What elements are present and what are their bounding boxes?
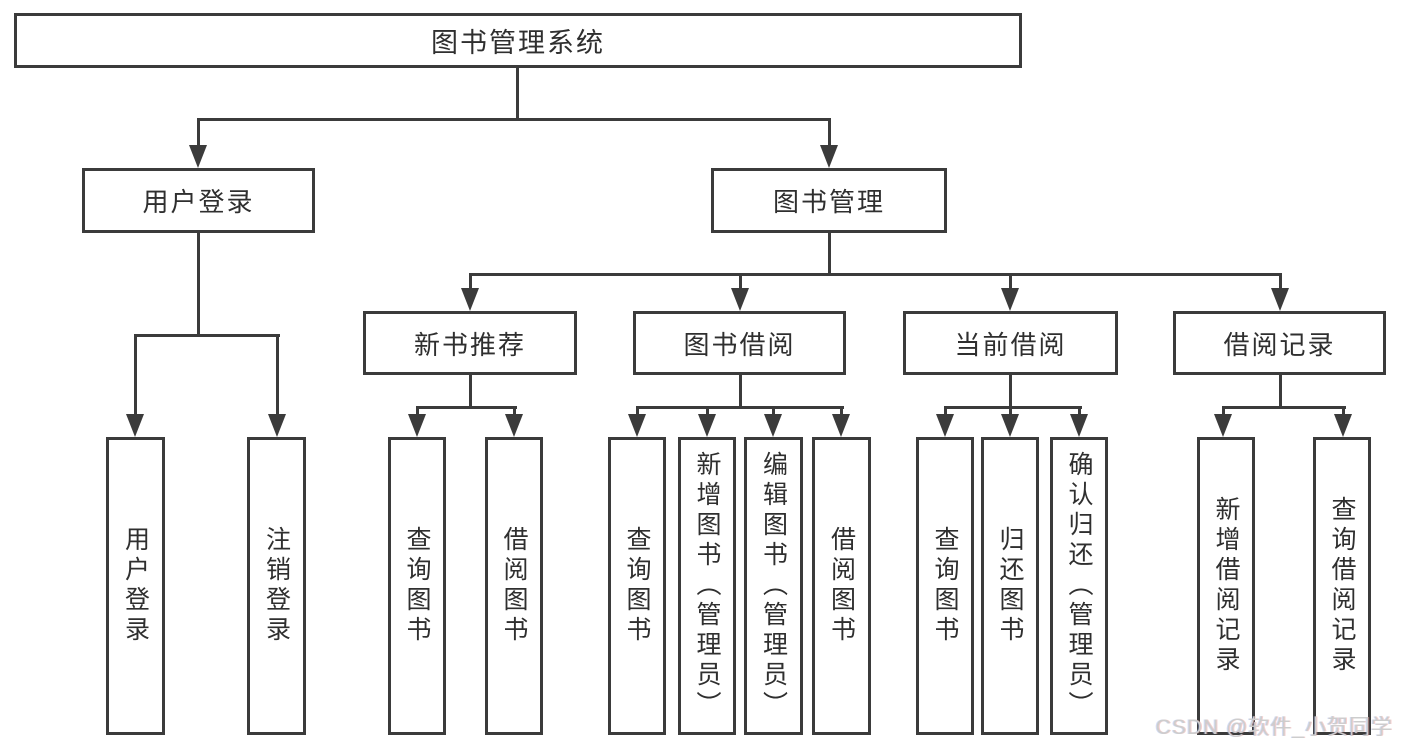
connector-vline: [1279, 375, 1282, 408]
leaf-recommend-borrow-books-label: 借阅图书: [500, 526, 528, 646]
connector-vline: [516, 68, 519, 120]
connector-vline: [1279, 273, 1282, 292]
leaf-edit-books-admin-label: 编辑图书（管理员）: [759, 451, 788, 721]
arrow-down-icon: [1001, 414, 1019, 437]
connector-vline: [134, 334, 137, 418]
leaf-borrow-query-books: 查询图书: [608, 437, 666, 735]
connector-vline: [1342, 406, 1345, 418]
connector-hline: [636, 406, 844, 409]
connector-vline: [1009, 406, 1012, 418]
connector-hline: [134, 334, 280, 337]
connector-vline: [840, 406, 843, 418]
node-root: 图书管理系统: [14, 13, 1022, 68]
connector-vline: [276, 334, 279, 418]
connector-vline: [1009, 375, 1012, 408]
connector-hline: [469, 273, 1282, 276]
connector-vline: [416, 406, 419, 418]
leaf-logout: 注销登录: [247, 437, 306, 735]
connector-vline: [197, 118, 200, 148]
leaf-query-borrow-record: 查询借阅记录: [1313, 437, 1371, 735]
arrow-down-icon: [1070, 414, 1088, 437]
connector-vline: [828, 233, 831, 275]
node-new-book-recommend-label: 新书推荐: [413, 329, 526, 360]
leaf-add-borrow-record: 新增借阅记录: [1197, 437, 1255, 735]
arrow-down-icon: [764, 414, 782, 437]
connector-vline: [1009, 273, 1012, 292]
node-current-borrow: 当前借阅: [903, 311, 1118, 375]
arrow-down-icon: [832, 414, 850, 437]
connector-vline: [513, 406, 516, 418]
connector-vline: [828, 118, 831, 148]
node-borrow-records-label: 借阅记录: [1223, 329, 1336, 360]
arrow-down-icon: [698, 414, 716, 437]
connector-vline: [469, 273, 472, 292]
arrow-down-icon: [820, 145, 838, 168]
connector-vline: [636, 406, 639, 418]
connector-vline: [739, 375, 742, 408]
leaf-confirm-return-admin: 确认归还（管理员）: [1050, 437, 1108, 735]
connector-hline: [1222, 406, 1346, 409]
leaf-borrow-query-books-label: 查询图书: [623, 526, 651, 646]
connector-hline: [944, 406, 1082, 409]
connector-vline: [739, 273, 742, 292]
leaf-borrow-books: 借阅图书: [812, 437, 871, 735]
connector-hline: [416, 406, 517, 409]
leaf-confirm-return-admin-label: 确认归还（管理员）: [1065, 451, 1093, 721]
leaf-recommend-query-books: 查询图书: [388, 437, 446, 735]
leaf-edit-books-admin: 编辑图书（管理员）: [744, 437, 803, 735]
leaf-add-books-admin-label: 新增图书（管理员）: [693, 451, 721, 721]
arrow-down-icon: [189, 145, 207, 168]
leaf-user-login: 用户登录: [106, 437, 165, 735]
leaf-current-query-books-label: 查询图书: [931, 526, 959, 646]
arrow-down-icon: [126, 414, 144, 437]
connector-vline: [1222, 406, 1225, 418]
connector-vline: [1078, 406, 1081, 418]
node-user-login-label: 用户登录: [142, 187, 255, 217]
leaf-recommend-query-books-label: 查询图书: [403, 526, 431, 646]
connector-vline: [469, 375, 472, 408]
node-borrow-records: 借阅记录: [1173, 311, 1386, 375]
node-new-book-recommend: 新书推荐: [363, 311, 577, 375]
csdn-watermark: CSDN @软件_小贺同学: [1155, 716, 1393, 739]
leaf-add-borrow-record-label: 新增借阅记录: [1212, 496, 1240, 676]
arrow-down-icon: [628, 414, 646, 437]
node-book-management: 图书管理: [711, 168, 947, 233]
leaf-user-login-label: 用户登录: [121, 526, 150, 646]
leaf-return-books-label: 归还图书: [996, 526, 1024, 646]
leaf-add-books-admin: 新增图书（管理员）: [678, 437, 736, 735]
arrow-down-icon: [1001, 288, 1019, 311]
node-book-borrow: 图书借阅: [633, 311, 846, 375]
leaf-return-books: 归还图书: [981, 437, 1039, 735]
connector-vline: [944, 406, 947, 418]
connector-vline: [706, 406, 709, 418]
connector-hline: [197, 118, 831, 121]
node-book-management-label: 图书管理: [772, 187, 885, 217]
node-book-borrow-label: 图书借阅: [683, 329, 796, 360]
arrow-down-icon: [1214, 414, 1232, 437]
arrow-down-icon: [1271, 288, 1289, 311]
arrow-down-icon: [461, 288, 479, 311]
arrow-down-icon: [731, 288, 749, 311]
node-user-login: 用户登录: [82, 168, 315, 233]
node-root-label: 图书管理系统: [431, 28, 605, 58]
connector-vline: [197, 233, 200, 336]
leaf-borrow-books-label: 借阅图书: [827, 526, 856, 646]
leaf-logout-label: 注销登录: [262, 526, 291, 646]
arrow-down-icon: [936, 414, 954, 437]
arrow-down-icon: [408, 414, 426, 437]
arrow-down-icon: [505, 414, 523, 437]
connector-vline: [772, 406, 775, 418]
leaf-query-borrow-record-label: 查询借阅记录: [1328, 496, 1356, 676]
leaf-recommend-borrow-books: 借阅图书: [485, 437, 543, 735]
leaf-current-query-books: 查询图书: [916, 437, 974, 735]
arrow-down-icon: [1334, 414, 1352, 437]
arrow-down-icon: [268, 414, 286, 437]
node-current-borrow-label: 当前借阅: [954, 329, 1067, 360]
